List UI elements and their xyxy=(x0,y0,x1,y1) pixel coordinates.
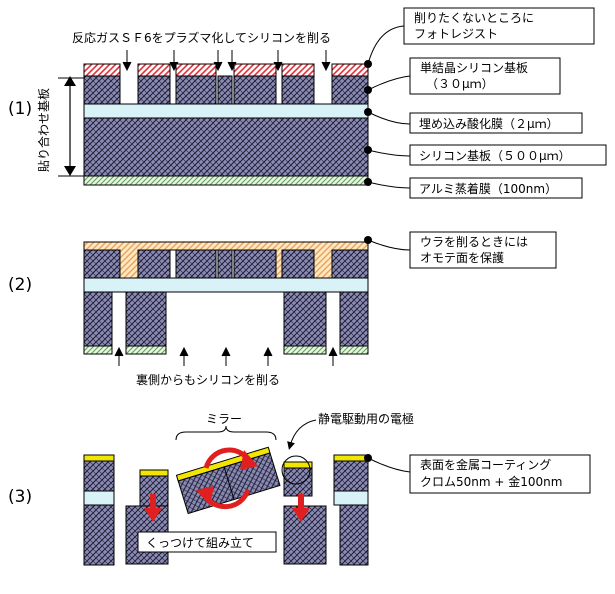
electrode-highlight-circle xyxy=(281,455,311,485)
bonded-substrate-label: 貼り合わせ基板 xyxy=(36,88,51,172)
backside-etch-arrows xyxy=(114,346,338,366)
callout-photoresist: 削りたくないところに フォトレジスト xyxy=(364,7,595,68)
aluminum-film-2 xyxy=(83,345,369,355)
step-label-2: (2) xyxy=(8,275,32,295)
backside-etch-caption: 裏側からもシリコンを削る xyxy=(136,372,280,387)
callout-oxide-text: 埋め込み酸化膜（２μｍ） xyxy=(419,116,559,131)
assemble-label-box: くっつけて組み立て xyxy=(137,531,277,553)
aluminum-film-layer xyxy=(83,175,369,186)
bonded-substrate-arrow xyxy=(58,76,84,177)
callout-coating-line1: 表面を金属コーティング xyxy=(420,457,551,472)
handle-silicon-etched xyxy=(83,291,369,347)
callout-handle-silicon-text: シリコン基板（５００μｍ） xyxy=(419,149,571,163)
electrode-pointer xyxy=(287,419,317,450)
callout-aluminum-text: アルミ蒸着膜（100nm） xyxy=(419,181,557,196)
callout-oxide: 埋め込み酸化膜（２μｍ） xyxy=(364,108,583,134)
tilted-mirror xyxy=(175,446,281,515)
buried-oxide-layer-2 xyxy=(83,277,369,293)
step-label-3: (3) xyxy=(8,487,32,507)
callout-handle-silicon: シリコン基板（５００μｍ） xyxy=(364,144,607,166)
callout-aluminum: アルミ蒸着膜（100nm） xyxy=(364,177,583,199)
assembly-arrow-right xyxy=(292,494,310,522)
step-label-1: (1) xyxy=(8,99,32,119)
assembly-arrow-left xyxy=(144,494,162,522)
mirror-label: ミラー xyxy=(206,412,242,426)
rotation-arrowhead-bottom xyxy=(196,486,214,506)
buried-oxide-layer xyxy=(83,103,369,119)
electrode-label: 静電駆動用の電極 xyxy=(318,411,414,426)
callout-protect-line1: ウラを削るときには xyxy=(420,235,528,249)
rotation-arrowhead-top xyxy=(240,450,258,470)
device-silicon-layer xyxy=(83,75,369,105)
callout-coating: 表面を金属コーティング クロム50nm + 金100nm xyxy=(364,454,591,494)
callout-protect: ウラを削るときには オモテ面を保護 xyxy=(364,231,557,269)
callout-device-silicon-line2: （３０μｍ） xyxy=(426,77,494,91)
right-outer-pillar xyxy=(333,454,369,566)
callout-device-silicon: 単結晶シリコン基板 （３０μｍ） xyxy=(364,57,561,95)
callout-device-silicon-line1: 単結晶シリコン基板 xyxy=(420,61,528,75)
handle-silicon-layer xyxy=(83,117,369,177)
etch-caption: 反応ガスＳＦ6をプラズマ化してシリコンを削る xyxy=(72,30,331,45)
callout-photoresist-line1: 削りたくないところに xyxy=(414,11,534,25)
callout-protect-line2: オモテ面を保護 xyxy=(420,250,504,265)
callout-coating-line2: クロム50nm + 金100nm xyxy=(420,474,562,489)
left-outer-pillar xyxy=(83,454,115,566)
callout-photoresist-line2: フォトレジスト xyxy=(414,27,498,41)
assemble-label-text: くっつけて組み立て xyxy=(146,535,254,550)
mirror-bracket xyxy=(175,425,277,441)
device-silicon-layer-2 xyxy=(83,249,369,279)
